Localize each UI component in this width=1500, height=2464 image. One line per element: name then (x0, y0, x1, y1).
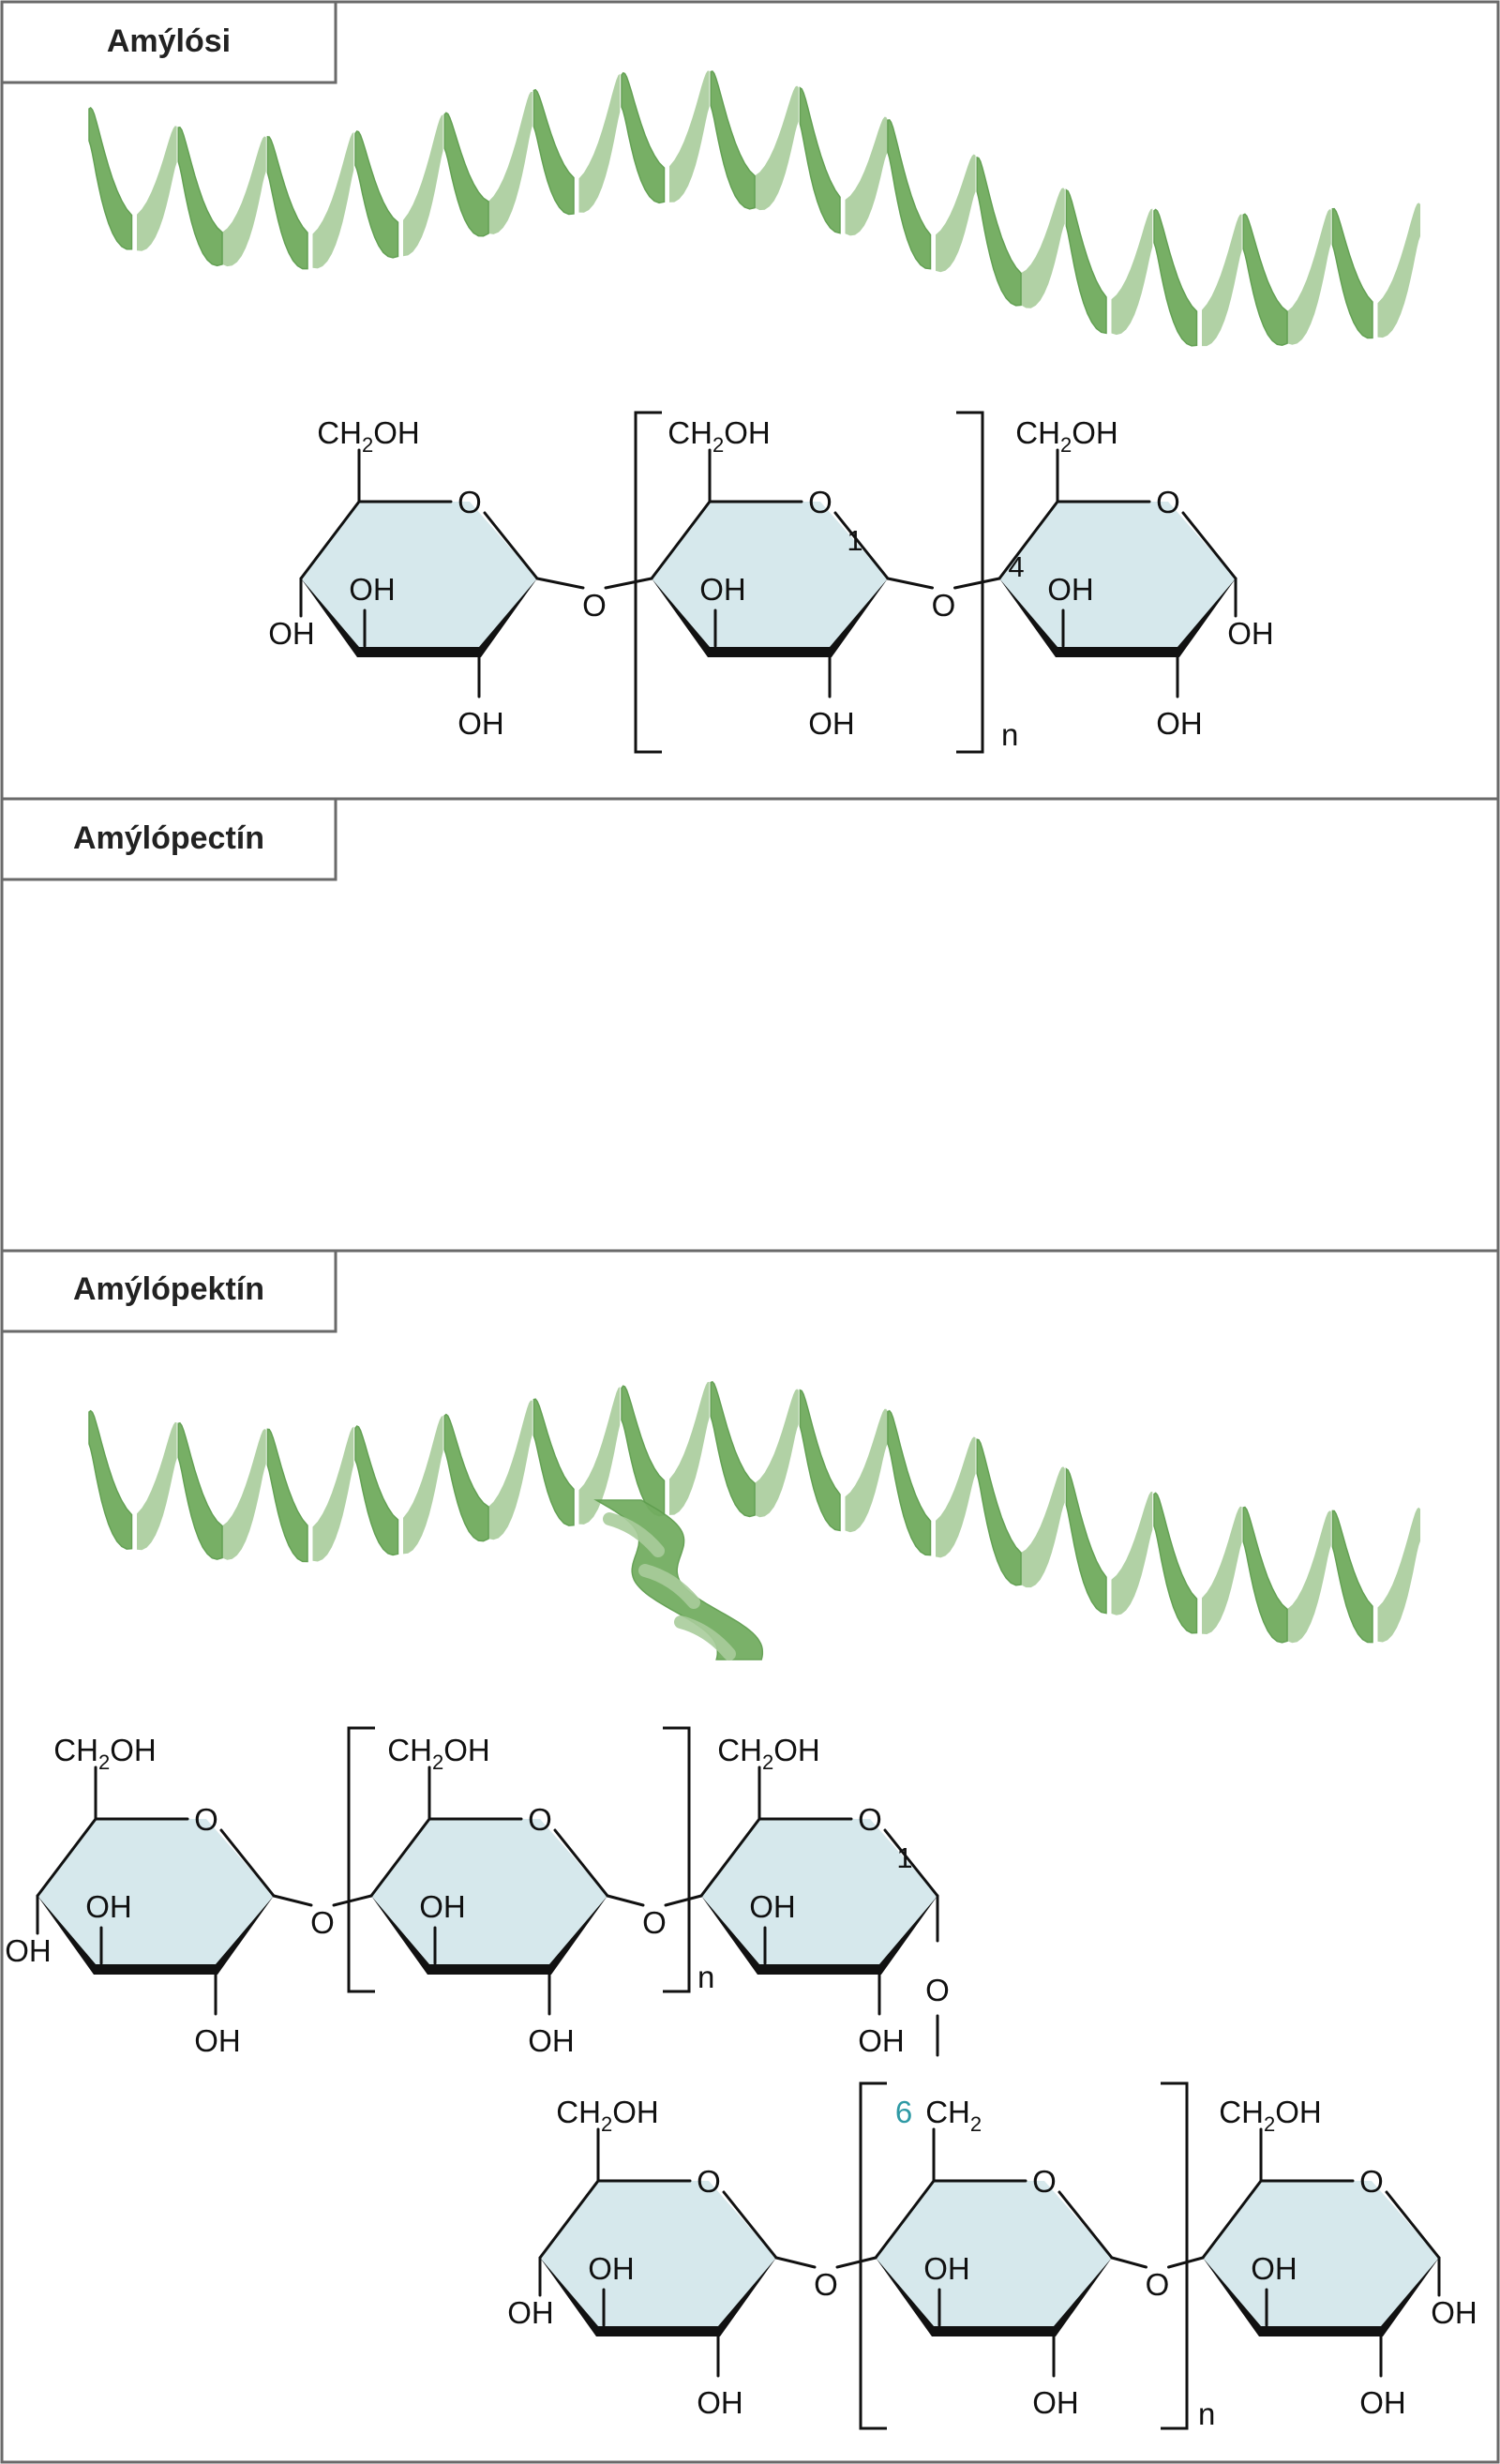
svg-text:O: O (925, 1973, 950, 2007)
svg-text:O: O (310, 1905, 335, 1940)
svg-text:1: 1 (896, 1841, 912, 1874)
repeat-bracket (1161, 2081, 1189, 2430)
svg-text:OH: OH (858, 2023, 905, 2058)
ch2oh-label: CH2OH (1015, 415, 1118, 457)
ch2oh-label: CH2OH (668, 415, 770, 457)
glycosidic-bond: O (774, 2256, 878, 2302)
svg-text:O: O (458, 485, 482, 519)
panel-title: Amýlópectín (73, 820, 264, 856)
svg-text:O: O (1359, 2164, 1384, 2199)
repeat-bracket (956, 411, 984, 754)
branch-bond: O (925, 1894, 950, 2057)
glucose-ring: O CH2OH OH OH 1 (650, 415, 890, 741)
svg-text:OH: OH (1156, 706, 1203, 741)
svg-text:OH: OH (808, 706, 855, 741)
glucose-ring: O CH2OH OH OH 1 (699, 1733, 939, 2058)
glycosidic-bond: O (886, 577, 1001, 623)
svg-text:OH: OH (1359, 2385, 1406, 2420)
glycosidic-bond: O (606, 1894, 703, 1940)
svg-text:n: n (1198, 2396, 1215, 2431)
svg-text:OH: OH (749, 1889, 796, 1924)
svg-text:O: O (858, 1802, 882, 1837)
glucose-ring: O CH2OH OH OH OH (268, 415, 539, 741)
ch2oh-label: CH2OH (53, 1733, 156, 1774)
svg-text:O: O (932, 588, 956, 623)
panel-title: Amýlósi (107, 23, 231, 59)
svg-text:OH: OH (85, 1889, 132, 1924)
svg-text:OH: OH (697, 2385, 743, 2420)
svg-text:OH: OH (419, 1889, 466, 1924)
branched-helix-icon (88, 1380, 1420, 1660)
repeat-bracket (859, 2081, 887, 2430)
svg-text:OH: OH (923, 2251, 970, 2286)
svg-text:O: O (528, 1802, 552, 1837)
glucose-ring: O CH2OH OH OH OH (1201, 2095, 1478, 2420)
glucose-ring: O CH2OH OH OH OH 4 (998, 415, 1274, 741)
panel-amylose-frame (0, 0, 1500, 801)
ch2oh-label: CH2OH (717, 1733, 819, 1774)
svg-text:OH: OH (1047, 572, 1094, 607)
repeat-bracket (663, 1726, 691, 1993)
repeat-bracket (347, 1726, 375, 1993)
svg-text:O: O (642, 1905, 667, 1940)
svg-text:OH: OH (699, 572, 746, 607)
svg-text:OH: OH (268, 616, 315, 651)
panel-title: Amýlópektín (73, 1271, 264, 1307)
svg-text:O: O (808, 485, 832, 519)
panel-label-tab-2: Amýlópectín (0, 797, 338, 881)
svg-text:O: O (582, 588, 607, 623)
alpha-helix-icon (88, 70, 1420, 347)
glycosidic-bond: O (272, 1894, 373, 1940)
svg-text:O: O (194, 1802, 218, 1837)
svg-text:OH: OH (1032, 2385, 1079, 2420)
svg-text:OH: OH (507, 2295, 554, 2330)
svg-text:OH: OH (349, 572, 396, 607)
svg-text:1: 1 (847, 524, 862, 557)
svg-text:n: n (698, 1960, 714, 1994)
svg-text:O: O (1156, 485, 1180, 519)
svg-text:O: O (1032, 2164, 1057, 2199)
glucose-ring: O CH2OH OH OH (369, 1733, 609, 2058)
glucose-ring: O CH2OH OH OH OH (507, 2095, 778, 2420)
ch2oh-label: CH2OH (317, 415, 419, 457)
svg-text:OH: OH (458, 706, 504, 741)
panel-amylopectin-frame (0, 1249, 1500, 2464)
glycosidic-bond: O (1110, 2256, 1205, 2302)
svg-text:n: n (1001, 717, 1018, 752)
glucose-ring: O CH2OH OH OH OH (5, 1733, 276, 2058)
svg-text:OH: OH (5, 1933, 52, 1968)
panel-label-tab-1: Amýlósi (0, 0, 338, 84)
repeat-bracket (634, 411, 662, 754)
svg-text:OH: OH (1251, 2251, 1298, 2286)
svg-text:OH: OH (528, 2023, 575, 2058)
svg-text:OH: OH (1227, 616, 1274, 651)
svg-text:OH: OH (194, 2023, 241, 2058)
svg-text:O: O (697, 2164, 721, 2199)
svg-text:OH: OH (588, 2251, 635, 2286)
ch2oh-label: CH2OH (556, 2095, 658, 2136)
svg-text:O: O (1146, 2267, 1170, 2302)
ch2oh-label: CH2OH (387, 1733, 489, 1774)
panel-label-tab-3: Amýlópektín (0, 1249, 338, 1333)
svg-text:O: O (814, 2267, 838, 2302)
glycosidic-bond: O (535, 577, 653, 623)
svg-text:OH: OH (1431, 2295, 1478, 2330)
ch2oh-label: CH2OH (1219, 2095, 1321, 2136)
svg-text:4: 4 (1008, 550, 1024, 583)
